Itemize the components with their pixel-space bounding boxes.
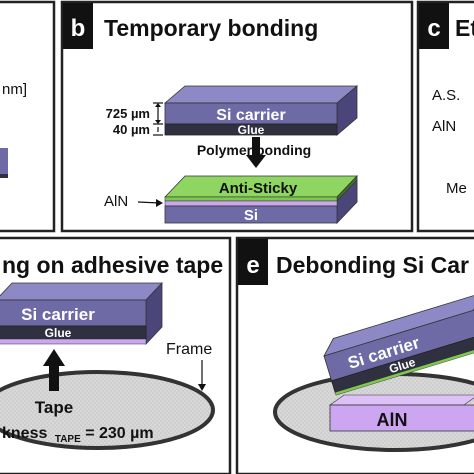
panel-a-layer: [0, 148, 8, 174]
thickness-bracket: [153, 102, 163, 136]
aln-pointer-arrow-icon: [137, 199, 163, 207]
aln-layer-e: AlN: [329, 394, 474, 432]
panel-c-text-3: Me: [446, 180, 467, 197]
panel-b: b Temporary bonding Si carrier Glue 725 …: [60, 0, 414, 233]
si-carrier-stack-b: Si carrier Glue: [163, 85, 359, 137]
si-carrier-label-d: Si carrier: [21, 305, 95, 324]
panel-c-text-2: AlN: [432, 118, 456, 135]
si-carrier-stack-e: Si carrier Glue: [323, 292, 474, 396]
si-carrier-label-b: Si carrier: [216, 107, 285, 124]
panel-d-title: ng on adhesive tape: [2, 252, 223, 278]
thickness-glue-label: 40 µm: [113, 122, 150, 137]
panel-b-letter: b: [71, 15, 86, 42]
tape-thickness-prefix: kness: [2, 425, 47, 442]
panel-d: ng on adhesive tape Si carrier Glue Tape…: [0, 236, 232, 474]
tape-thickness-subscript: TAPE: [55, 434, 81, 445]
aln-label-e: AlN: [377, 410, 408, 430]
panel-a-partial-text: nm]: [2, 81, 27, 98]
panel-c-text-1: A.S.: [432, 87, 460, 104]
panel-a-frame: [0, 0, 56, 233]
panel-c-letter-box: [419, 3, 449, 49]
down-arrow-icon: [246, 137, 266, 168]
panel-c: c Et A.S. AlN Me: [416, 0, 474, 233]
up-arrow-icon: [43, 349, 65, 391]
panel-e-letter: e: [246, 252, 259, 279]
glue-label-b: Glue: [238, 123, 265, 137]
frame-pointer-arrow-icon: [198, 360, 206, 391]
adhesive-tape-ellipse: [0, 370, 215, 450]
si-carrier-stack-d: Si carrier Glue: [0, 281, 163, 346]
tape-label: Tape: [35, 398, 73, 417]
panel-b-letter-box: [63, 3, 93, 49]
tape-thickness-value: = 230 µm: [85, 425, 153, 442]
panel-b-title: Temporary bonding: [104, 15, 318, 41]
substrate-stack-b: Anti-Sticky Si: [164, 175, 358, 224]
frame-label: Frame: [166, 341, 212, 358]
anti-sticky-label: Anti-Sticky: [219, 180, 298, 197]
panel-c-title: Et: [455, 15, 474, 41]
panel-c-letter: c: [427, 15, 440, 42]
si-substrate-label-b: Si: [244, 207, 258, 224]
aln-label-b: AlN: [104, 193, 128, 210]
panel-a: nm]: [0, 0, 56, 233]
panel-e-title: Debonding Si Car: [276, 252, 469, 278]
panel-e: e Debonding Si Car AlN Si carrier Glue: [235, 236, 474, 474]
panel-e-letter-box: [238, 239, 268, 285]
tape-thickness-label: kness TAPE = 230 µm: [2, 425, 154, 446]
glue-label-d: Glue: [45, 326, 72, 340]
polymer-bonding-label: Polymer bonding: [197, 142, 311, 158]
thickness-carrier-label: 725 µm: [106, 106, 150, 121]
